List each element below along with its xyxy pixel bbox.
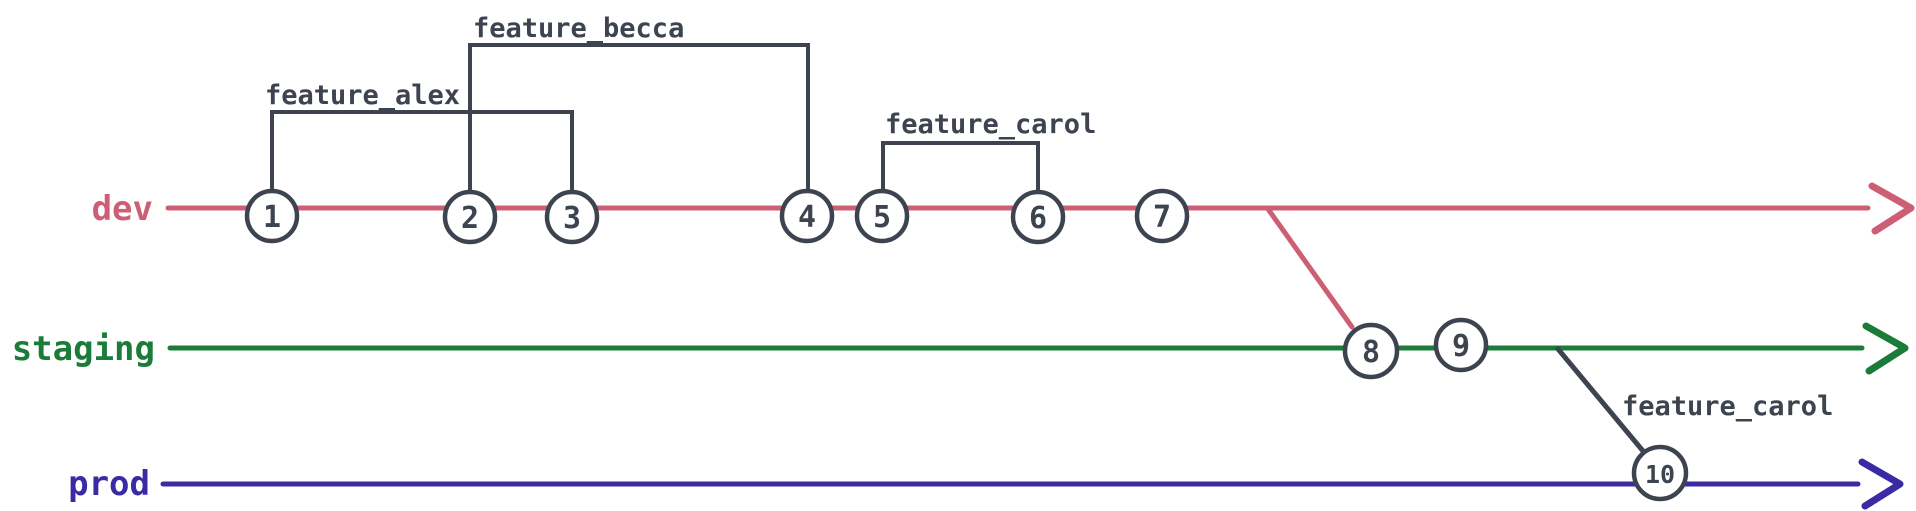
commit-node-2: 2 [442, 189, 498, 245]
commit-node-9: 9 [1433, 317, 1489, 373]
feature-label-alex: feature_alex [265, 80, 460, 111]
branch-staging: staging [12, 322, 1909, 375]
commit-number: 6 [1029, 201, 1047, 236]
commit-number: 1 [263, 200, 281, 235]
commit-circle [779, 188, 835, 244]
commit-circle [854, 188, 910, 244]
commit-node-8: 8 [1342, 322, 1400, 380]
branch-label-prod: prod [68, 464, 150, 504]
staging-arrow-icon [1862, 322, 1909, 375]
feature-bracket-carol: feature_carol [881, 109, 1096, 195]
commit-circle [1342, 322, 1400, 380]
feature-bracket-alex-line [270, 110, 574, 195]
commit-circle [244, 188, 300, 244]
commit-number: 4 [798, 200, 816, 235]
commit-circle [1010, 189, 1066, 245]
commit-number: 8 [1362, 335, 1380, 370]
feature-label-becca: feature_becca [473, 13, 684, 44]
commit-number: 3 [563, 201, 581, 236]
commit-node-3: 3 [544, 189, 600, 245]
commit-circle [544, 189, 600, 245]
feature-bracket-alex: feature_alex [265, 80, 574, 195]
branch-prod: prod [68, 458, 1904, 510]
commit-number: 2 [461, 201, 479, 236]
commit-node-10: 10 [1631, 444, 1689, 502]
commit-number: 10 [1645, 460, 1675, 489]
branch-label-dev: dev [92, 189, 153, 229]
commit-number: 7 [1153, 200, 1171, 235]
merge-line-staging-to-prod [1555, 346, 1646, 454]
feature-bracket-becca-line [468, 43, 810, 195]
branch-label-staging: staging [12, 329, 155, 369]
commit-number: 5 [873, 200, 891, 235]
merge-line-dev-to-staging [1265, 206, 1355, 330]
commit-node-6: 6 [1010, 189, 1066, 245]
commit-node-4: 4 [779, 188, 835, 244]
feature-bracket-carol-line [881, 141, 1040, 195]
prod-arrow-icon [1858, 458, 1904, 510]
feature-label-carol-merge: feature_carol [1622, 391, 1833, 422]
commit-circle [1631, 444, 1689, 502]
commit-node-5: 5 [854, 188, 910, 244]
commit-number: 9 [1452, 329, 1470, 364]
feature-label-carol: feature_carol [885, 109, 1096, 140]
commit-circle [442, 189, 498, 245]
commit-node-7: 7 [1134, 188, 1190, 244]
commit-node-1: 1 [244, 188, 300, 244]
feature-bracket-becca: feature_becca [468, 13, 810, 195]
commit-circle [1134, 188, 1190, 244]
commit-circle [1433, 317, 1489, 373]
branch-dev: dev [92, 182, 1915, 235]
dev-arrow-icon [1868, 182, 1915, 235]
